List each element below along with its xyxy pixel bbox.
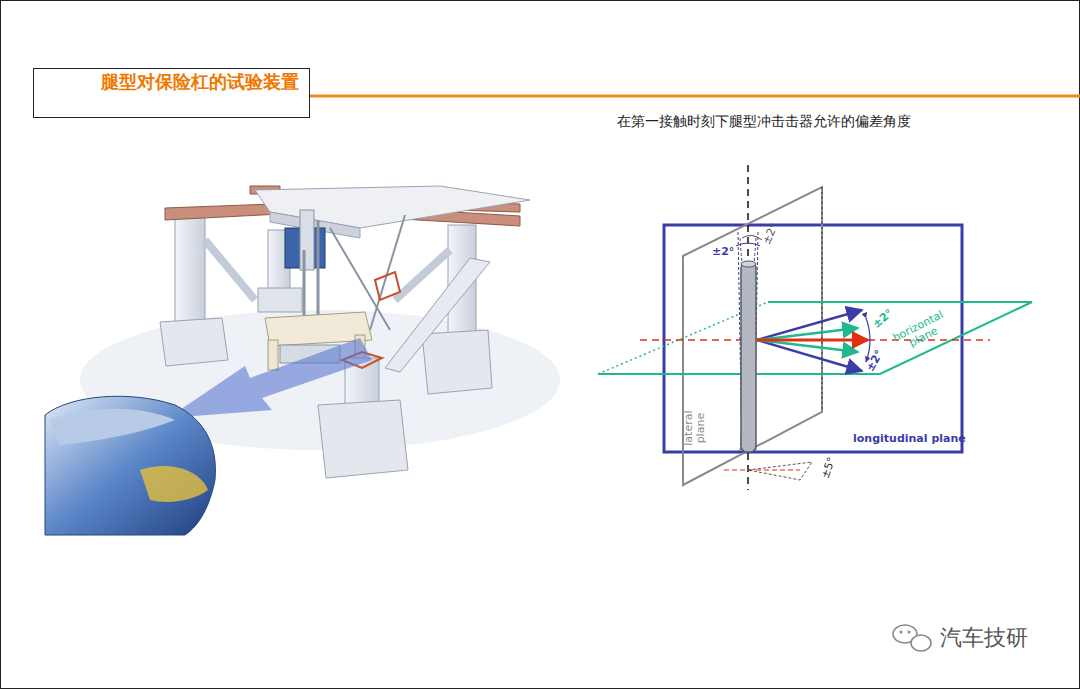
subtitle: 在第一接触时刻下腿型冲击击器允许的偏差角度 xyxy=(617,114,911,129)
plane-label: lateral plane xyxy=(683,405,707,451)
plane-diagram xyxy=(598,165,1032,490)
angle-label: ±2° xyxy=(761,222,781,247)
title-box: 腿型对保险杠的试验装置 xyxy=(33,68,310,118)
angle-label: ±5° xyxy=(819,456,838,481)
angle-label: ±2° xyxy=(864,348,886,373)
legform-impactor xyxy=(741,262,756,452)
watermark: 汽车技研 xyxy=(940,626,1028,650)
angle-label: ±2° xyxy=(712,246,734,258)
longitudinal-plane xyxy=(664,225,962,452)
plane-label: longitudinal plane xyxy=(853,433,966,445)
horizontal-plane xyxy=(598,302,1032,374)
slide-title: 腿型对保险杠的试验装置 xyxy=(99,71,299,93)
watermark-icon xyxy=(893,625,931,651)
test-rig xyxy=(45,186,560,535)
header-rule xyxy=(310,95,1080,98)
angle-label: ±2° xyxy=(871,307,896,331)
